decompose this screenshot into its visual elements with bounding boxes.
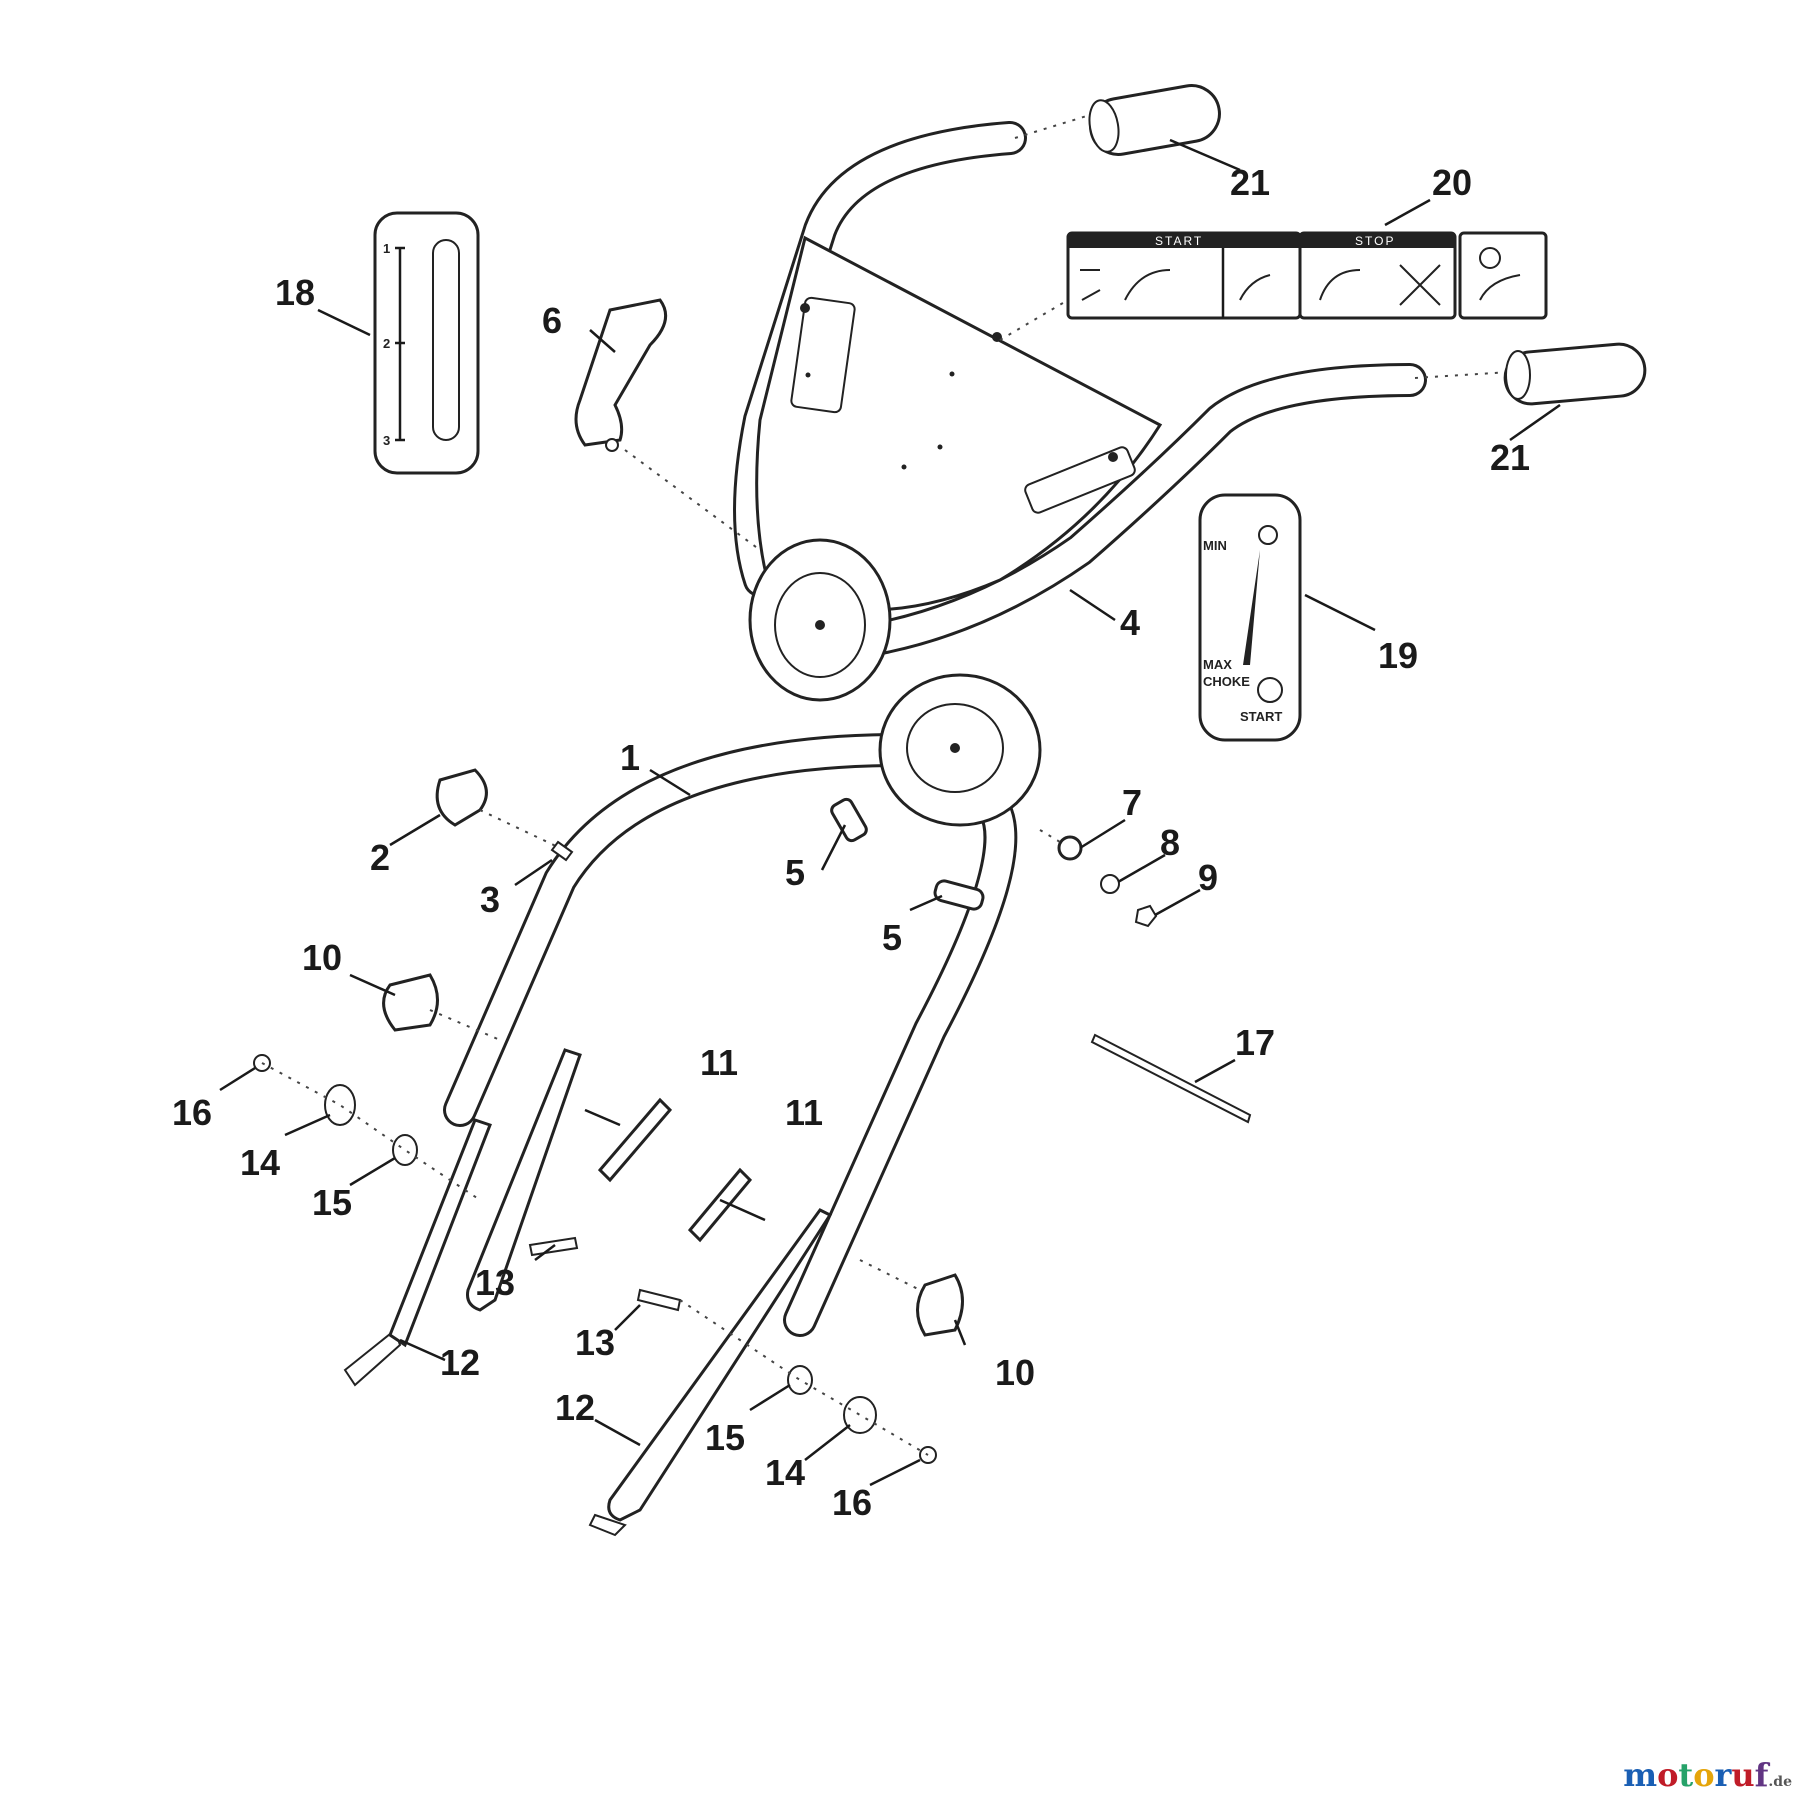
callout-15b: 15 [705,1417,745,1458]
callout-4: 4 [1120,602,1140,643]
bushing-part-7 [1039,829,1083,861]
cable-guide-part-5a [830,797,868,843]
label-choke: CHOKE [1203,674,1250,689]
bolt-part-11b [687,1167,766,1243]
screw-part-3 [550,840,574,862]
callout-1: 1 [620,737,640,778]
label-max: MAX [1203,657,1232,672]
callout-13a: 13 [475,1262,515,1303]
callout-2: 2 [370,837,390,878]
callout-21a: 21 [1230,162,1270,203]
callout-20: 20 [1432,162,1472,203]
callout-6: 6 [542,300,562,341]
washer-part-15a [392,1134,418,1166]
callout-14a: 14 [240,1142,280,1183]
sticker-19-throttle-scale: MIN MAX CHOKE START [1198,493,1302,742]
callout-11b: 11 [785,1092,823,1133]
label-start: START [1240,709,1282,724]
bolt-part-13b [636,1288,682,1312]
sticker-stop-label: STOP [1355,234,1395,248]
callout-16a: 16 [172,1092,212,1133]
callout-12a: 12 [440,1342,480,1383]
washer-part-15b [787,1365,813,1395]
grip-top [1014,84,1221,156]
brand-text: motoruf [1623,1756,1769,1794]
callout-5b: 5 [882,917,902,958]
washer-part-14a [324,1084,356,1126]
callout-19: 19 [1378,635,1418,676]
callout-11a: 11 [700,1042,738,1083]
callout-5a: 5 [785,852,805,893]
upper-handle [733,121,1427,702]
sticker-start-label: START [1155,234,1203,248]
scale-mark-2: 2 [383,336,390,351]
throttle-lever [574,298,761,551]
sticker-18-height-scale: 1 2 3 [373,211,480,475]
callout-13b: 13 [575,1322,615,1363]
callout-12b: 12 [555,1387,595,1428]
grip-right [1414,342,1647,406]
callout-10a: 10 [302,937,342,978]
callout-14b: 14 [765,1452,805,1493]
sticker-20-instructions: START STOP [999,231,1548,341]
scale-mark-1: 1 [383,241,390,256]
washer-part-8 [1100,874,1120,894]
brand-suffix: .de [1768,1774,1792,1790]
callout-17: 17 [1235,1022,1275,1063]
callout-15a: 15 [312,1182,352,1223]
cable-guide-part-5b [933,879,985,911]
scale-mark-3: 3 [383,433,390,448]
leader-lines [219,138,1561,1487]
callout-18: 18 [275,272,315,313]
callout-7: 7 [1122,782,1142,823]
callout-numbers: 1 2 3 4 5 5 6 7 8 9 10 10 11 11 12 12 13… [172,162,1530,1523]
control-panel [755,235,1163,612]
knob-part-10a [382,973,501,1041]
knob-part-10b [859,1259,964,1337]
callout-16b: 16 [832,1482,872,1523]
callout-8: 8 [1160,822,1180,863]
bolt-part-11a [584,1097,673,1183]
lower-handle [443,673,1042,1337]
callout-3: 3 [480,879,500,920]
clip-part-2 [435,768,561,849]
arm-part-12a [343,1048,582,1387]
label-min: MIN [1203,538,1227,553]
arm-part-12b [588,1208,833,1537]
washer-part-14b [843,1396,877,1434]
cable-tie-part-17 [1090,1033,1252,1124]
callout-21b: 21 [1490,437,1530,478]
callout-9: 9 [1198,857,1218,898]
watermark-logo: motoruf.de [1623,1756,1792,1794]
callout-10b: 10 [995,1352,1035,1393]
nut-part-9 [1134,904,1158,928]
